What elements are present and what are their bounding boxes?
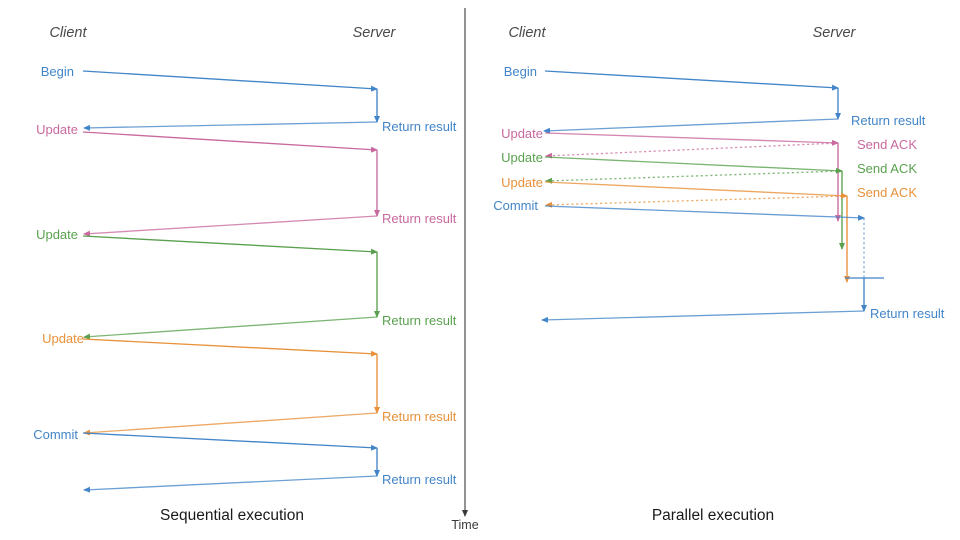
request-arrow-commit: [82, 432, 378, 451]
client-message-label-4: Commit: [33, 427, 78, 442]
request-arrow-commit: [544, 205, 865, 221]
client-message-label-0: Begin: [504, 64, 537, 79]
server-message-label-0: Return result: [851, 113, 926, 128]
response-arrow-commit: [83, 475, 378, 493]
client-message-label-2: Update: [36, 227, 78, 242]
response-arrow-commit: [541, 310, 865, 323]
server-message-label-0: Return result: [382, 119, 457, 134]
response-arrow-begin: [83, 121, 378, 131]
request-arrow-begin: [544, 70, 839, 91]
server-message-label-2: Return result: [382, 313, 457, 328]
response-arrow-update-1: [83, 215, 378, 237]
caption-parallel: Parallel execution: [652, 507, 774, 524]
flows-parallel: [541, 70, 884, 323]
time-axis-label: Time: [451, 518, 478, 532]
ack-arrow-update-2: [545, 170, 843, 184]
response-arrow-update-3: [83, 412, 378, 436]
response-arrow-update-2: [83, 316, 378, 340]
lane-headers-parallel: Client Server: [508, 25, 856, 41]
lane-header-client: Client: [49, 25, 87, 41]
server-message-label-4: Return result: [870, 306, 945, 321]
request-arrow-update-2: [82, 235, 378, 255]
server-message-label-4: Return result: [382, 472, 457, 487]
server-message-label-3: Return result: [382, 409, 457, 424]
client-message-label-4: Commit: [493, 198, 538, 213]
request-arrow-update-1: [82, 131, 378, 153]
server-message-label-1: Return result: [382, 211, 457, 226]
lane-headers-sequential: Client Server: [49, 25, 396, 41]
caption-sequential: Sequential execution: [160, 507, 304, 524]
response-arrow-begin: [543, 118, 839, 134]
panel-parallel: Client Server BeginUpdateUpdateUpdateCom…: [493, 25, 945, 524]
request-arrow-begin: [82, 70, 378, 92]
request-arrow-update-3: [82, 338, 378, 357]
client-message-label-2: Update: [501, 150, 543, 165]
request-arrow-update-1: [544, 132, 839, 146]
client-message-label-1: Update: [501, 126, 543, 141]
lane-header-server: Server: [353, 25, 397, 41]
server-message-label-2: Send ACK: [857, 161, 917, 176]
server-message-label-3: Send ACK: [857, 185, 917, 200]
client-message-label-3: Update: [42, 331, 84, 346]
request-arrow-update-3: [544, 181, 848, 199]
server-message-label-1: Send ACK: [857, 137, 917, 152]
request-arrow-update-2: [544, 156, 843, 174]
panel-sequential: Client Server BeginUpdateUpdateUpdateCom…: [33, 25, 457, 524]
client-message-label-3: Update: [501, 175, 543, 190]
lane-header-server: Server: [813, 25, 857, 41]
client-message-label-0: Begin: [41, 64, 74, 79]
client-message-label-1: Update: [36, 122, 78, 137]
time-axis: Time: [451, 8, 479, 532]
ack-arrow-update-1: [545, 142, 839, 159]
flows-sequential: [82, 70, 380, 493]
ack-arrow-update-3: [545, 195, 848, 208]
lane-header-client: Client: [508, 25, 546, 41]
